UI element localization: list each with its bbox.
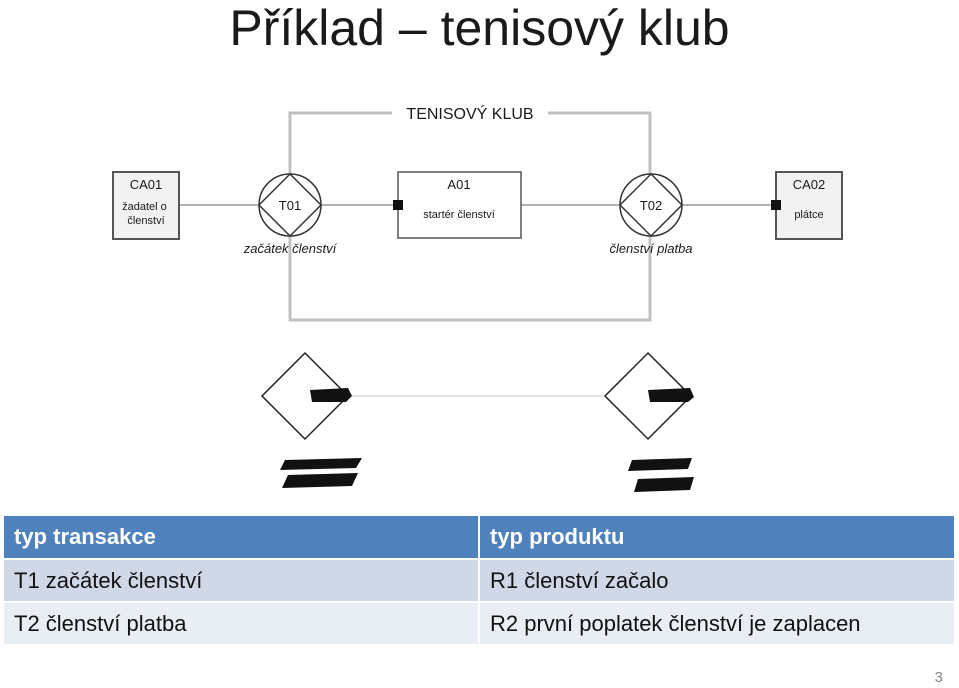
transaction-t01-id: T01 (279, 198, 301, 213)
legend-cell: T1 začátek členství (4, 558, 480, 602)
transaction-t01 (257, 172, 323, 238)
slide-title: Příklad – tenisový klub (229, 0, 730, 56)
table-row: T2 členství platba R2 první poplatek čle… (4, 601, 956, 644)
legend-header-transaction-type: typ transakce (4, 516, 480, 559)
actor-ca02-name: plátce (794, 209, 823, 221)
system-label: TENISOVÝ KLUB (406, 104, 533, 123)
legend-cell: T2 členství platba (4, 601, 480, 644)
actor-ca02 (775, 171, 843, 240)
garbled-text-artifact (280, 388, 694, 492)
page-number: 3 (934, 669, 943, 686)
transaction-t02-id: T02 (640, 198, 662, 213)
legend-table: typ transakce typ produktu T1 začátek čl… (4, 516, 956, 644)
result-diamond-r2 (603, 351, 693, 441)
actor-transaction-diagram: TENISOVÝ KLUB CA01 žadatel o členství T0… (112, 100, 843, 492)
actor-a01-name: startér členství (423, 209, 495, 221)
legend-header-product-type: typ produktu (479, 516, 956, 559)
actor-ca02-id: CA02 (793, 177, 826, 192)
actor-ca01 (112, 171, 180, 240)
actor-ca01-name: žadatel o členství (122, 201, 170, 227)
transaction-t02-caption: členství platba (609, 241, 692, 256)
executor-marker-ca02 (771, 200, 781, 210)
legend-cell: R2 první poplatek členství je zaplacen (479, 601, 956, 644)
actor-a01-id: A01 (447, 177, 470, 192)
table-row: T1 začátek členství R1 členství začalo (4, 558, 956, 602)
result-diamond-r1 (260, 351, 350, 441)
transaction-t01-caption: začátek členství (243, 241, 338, 256)
actor-ca01-id: CA01 (130, 177, 163, 192)
system-label-bg (392, 100, 548, 126)
executor-marker-a01 (393, 200, 403, 210)
transaction-t02 (618, 172, 684, 238)
legend-cell: R1 členství začalo (479, 558, 956, 602)
